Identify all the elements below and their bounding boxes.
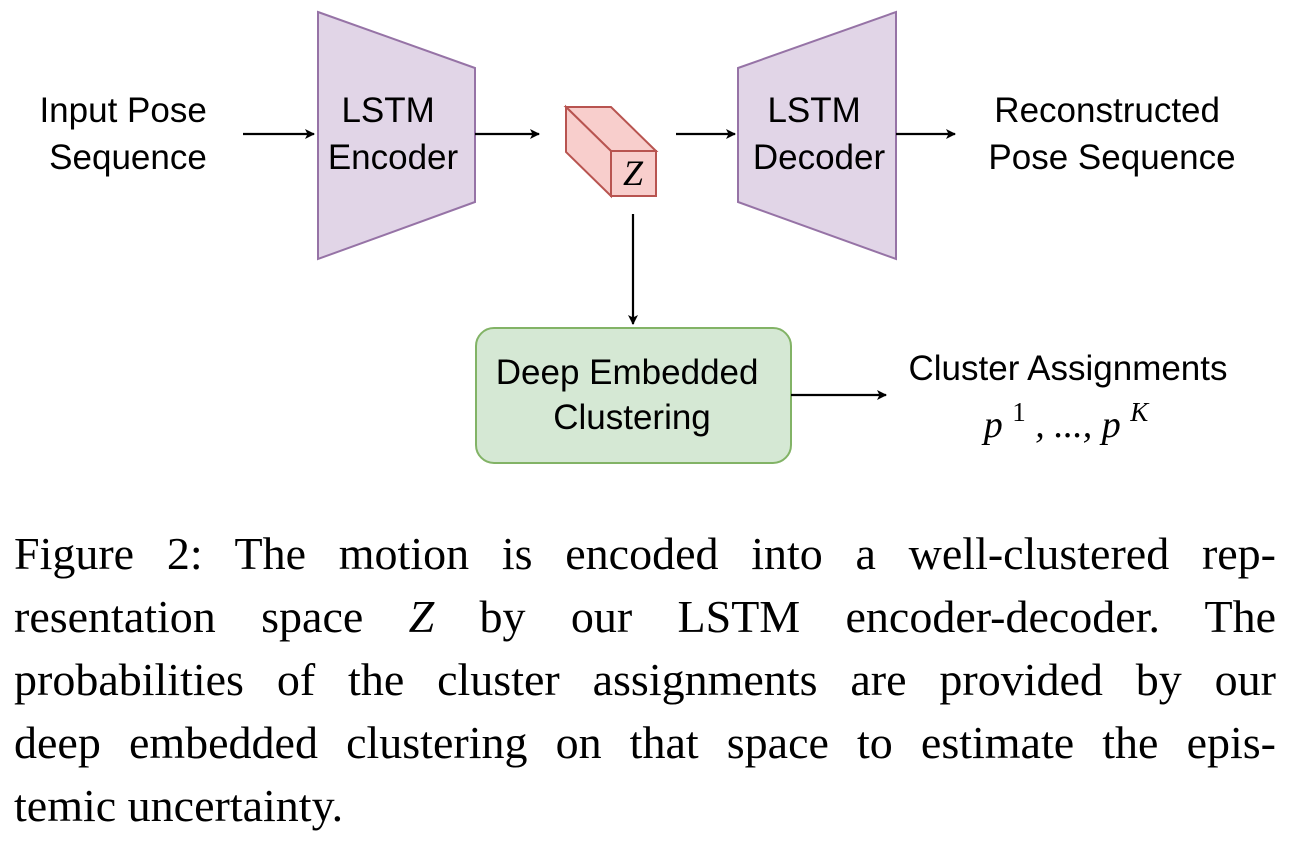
- caption-symbol-z: Z: [408, 591, 435, 642]
- input-pose-sequence-label: Input Pose Sequence: [39, 91, 216, 177]
- caption-line-2-end: by our LSTM encoder-decoder. The: [479, 591, 1277, 642]
- lstm-encoder-label: LSTM Encoder: [328, 91, 459, 177]
- output-label-line-2: Pose Sequence: [988, 138, 1235, 177]
- clustering-label-line-2: Clustering: [553, 398, 711, 437]
- figure-caption: Figure 2: The motion is encoded into a w…: [14, 522, 1276, 837]
- formula-base-p1: p: [981, 404, 1003, 446]
- deep-embedded-clustering-block: [475, 327, 792, 464]
- formula-separator: , ...,: [1035, 404, 1102, 446]
- encoder-label-line-1: LSTM: [341, 91, 434, 130]
- caption-line-1: Figure 2: The motion is encoded into a w…: [14, 528, 1276, 579]
- caption-line-2: resentation space Z by our LSTM encoder-…: [14, 585, 1276, 648]
- cluster-assignments-formula: p 1 , ..., p K: [981, 388, 1151, 446]
- caption-line-4: deep embedded clustering on that space t…: [14, 717, 1276, 768]
- lstm-decoder-label: LSTM Decoder: [753, 91, 886, 177]
- deep-embedded-clustering-label: Deep Embedded Clustering: [496, 353, 768, 437]
- decoder-label-line-1: LSTM: [767, 91, 860, 130]
- formula-sup-k: K: [1129, 397, 1150, 427]
- reconstructed-pose-sequence-label: Reconstructed Pose Sequence: [988, 91, 1235, 177]
- latent-cube-front-face: [610, 150, 657, 197]
- input-label-line-1: Input Pose: [39, 91, 206, 130]
- lstm-encoder-block: [317, 10, 476, 261]
- cluster-assignments-label: Cluster Assignments: [908, 349, 1227, 388]
- latent-symbol-z: Z: [623, 153, 644, 193]
- latent-cube-z: Z: [563, 104, 659, 199]
- output-label-line-1: Reconstructed: [994, 91, 1220, 130]
- formula-base-pk: p: [1099, 404, 1121, 446]
- clustering-label-line-1: Deep Embedded: [496, 353, 759, 392]
- lstm-decoder-block: [737, 10, 897, 261]
- caption-line-5: temic uncertainty.: [14, 780, 344, 831]
- decoder-label-line-2: Decoder: [753, 138, 886, 177]
- input-label-line-2: Sequence: [49, 138, 207, 177]
- formula-sup-1: 1: [1012, 397, 1026, 427]
- architecture-diagram: Input Pose Sequence LSTM Encoder Z LSTM …: [39, 10, 1236, 464]
- caption-line-2-start: resentation space: [14, 591, 364, 642]
- encoder-label-line-2: Encoder: [328, 138, 459, 177]
- caption-line-3: probabilities of the cluster assignments…: [14, 654, 1276, 705]
